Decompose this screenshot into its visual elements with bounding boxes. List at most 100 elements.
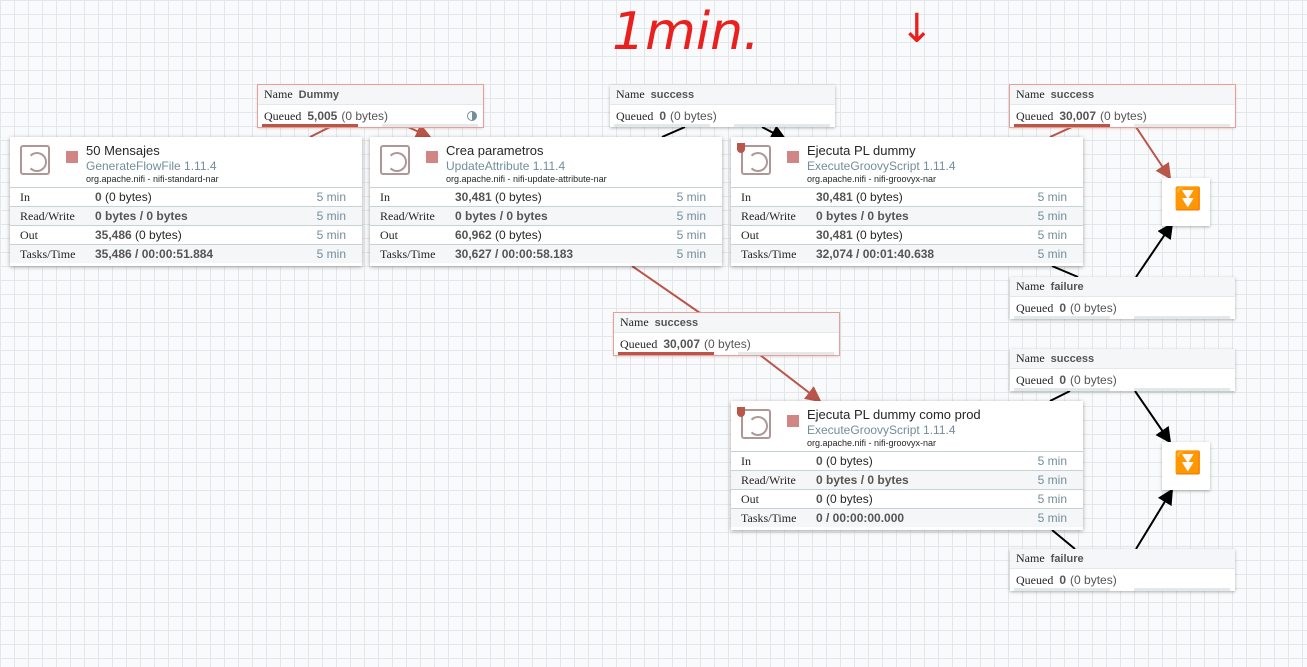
name-label: Name bbox=[1016, 351, 1045, 365]
queued-count: 0 bbox=[1059, 573, 1067, 587]
processor-header: Ejecuta PL dummy como prod ExecuteGroovy… bbox=[731, 401, 1083, 451]
stat-row: Out 35,486 (0 bytes) 5 min bbox=[10, 225, 362, 244]
processor-type: GenerateFlowFile 1.11.4 bbox=[86, 159, 217, 173]
queue-count-bar bbox=[614, 124, 710, 127]
stat-number: 32,074 / 00:01:40.638 bbox=[816, 247, 935, 261]
stopped-icon bbox=[787, 415, 799, 427]
stat-value: 32,074 / 00:01:40.638 bbox=[816, 247, 1022, 261]
queue-size-bar bbox=[1134, 316, 1230, 319]
stat-extra: (0 bytes) bbox=[491, 228, 542, 242]
queue-count-bar bbox=[1014, 388, 1110, 391]
queued-count: 0 bbox=[1059, 301, 1067, 315]
stat-value: 0 bytes / 0 bytes bbox=[95, 209, 301, 223]
queued-count: 5,005 bbox=[307, 109, 338, 123]
stat-label: In bbox=[741, 453, 751, 468]
stat-time: 5 min bbox=[676, 209, 706, 223]
stat-label: Out bbox=[380, 227, 398, 242]
stat-row: In 30,481 (0 bytes) 5 min bbox=[370, 187, 722, 206]
stopped-icon bbox=[787, 151, 799, 163]
stat-label: Read/Write bbox=[20, 208, 75, 223]
handwritten-note: 1min. bbox=[612, 2, 760, 62]
stat-row: Tasks/Time 35,486 / 00:00:51.884 5 min bbox=[10, 244, 362, 263]
processor[interactable]: 50 Mensajes GenerateFlowFile 1.11.4 org.… bbox=[10, 137, 362, 266]
name-label: Name bbox=[1016, 87, 1045, 101]
stat-label: Out bbox=[20, 227, 38, 242]
stat-row: In 0 (0 bytes) 5 min bbox=[731, 451, 1083, 470]
stat-label: In bbox=[741, 189, 751, 204]
stat-value: 30,481 (0 bytes) bbox=[816, 190, 1022, 204]
queue-count-bar bbox=[1014, 124, 1110, 127]
queue-size-bar bbox=[1134, 588, 1230, 591]
processor-name: Ejecuta PL dummy como prod bbox=[807, 407, 981, 422]
processor-header: Ejecuta PL dummy ExecuteGroovyScript 1.1… bbox=[731, 137, 1083, 187]
stat-label: In bbox=[380, 189, 390, 204]
stopped-icon bbox=[426, 151, 438, 163]
stat-value: 30,481 (0 bytes) bbox=[816, 228, 1022, 242]
stat-time: 5 min bbox=[316, 190, 346, 204]
connection-name: success bbox=[1050, 88, 1095, 101]
connection-name: failure bbox=[1050, 552, 1084, 565]
handwritten-arrow: ↓ bbox=[900, 6, 934, 52]
processor-type: UpdateAttribute 1.11.4 bbox=[446, 159, 566, 173]
stat-number: 35,486 bbox=[95, 228, 132, 242]
stat-row: Tasks/Time 30,627 / 00:00:58.183 5 min bbox=[370, 244, 722, 263]
stat-row: Read/Write 0 bytes / 0 bytes 5 min bbox=[10, 206, 362, 225]
stat-time: 5 min bbox=[676, 228, 706, 242]
stat-row: In 30,481 (0 bytes) 5 min bbox=[731, 187, 1083, 206]
stat-label: Tasks/Time bbox=[380, 246, 436, 261]
queue-size-bar bbox=[1134, 124, 1230, 127]
processor-icon bbox=[20, 145, 50, 175]
stat-label: Tasks/Time bbox=[741, 246, 797, 261]
queued-bytes: (0 bytes) bbox=[1070, 373, 1117, 387]
processor[interactable]: Ejecuta PL dummy como prod ExecuteGroovy… bbox=[731, 401, 1083, 530]
queued-label: Queued bbox=[264, 108, 302, 123]
stat-number: 30,481 bbox=[816, 190, 853, 204]
stat-row: Read/Write 0 bytes / 0 bytes 5 min bbox=[731, 470, 1083, 489]
connection-name: Dummy bbox=[298, 88, 339, 101]
stat-number: 30,627 / 00:00:58.183 bbox=[455, 247, 574, 261]
queue-count-bar bbox=[618, 352, 714, 355]
processor[interactable]: Ejecuta PL dummy ExecuteGroovyScript 1.1… bbox=[731, 137, 1083, 266]
processor-icon bbox=[380, 145, 410, 175]
processor-header: 50 Mensajes GenerateFlowFile 1.11.4 org.… bbox=[10, 137, 362, 187]
stat-time: 5 min bbox=[316, 209, 346, 223]
stat-label: Read/Write bbox=[741, 472, 796, 487]
stat-number: 0 bbox=[95, 190, 102, 204]
stat-row: Out 30,481 (0 bytes) 5 min bbox=[731, 225, 1083, 244]
restricted-shield-icon bbox=[737, 407, 745, 417]
processor-name: Crea parametros bbox=[446, 143, 544, 158]
stat-time: 5 min bbox=[1037, 247, 1067, 261]
connection-name: success bbox=[654, 316, 699, 329]
name-label: Name bbox=[1016, 551, 1045, 565]
processor-header: Crea parametros UpdateAttribute 1.11.4 o… bbox=[370, 137, 722, 187]
stat-extra: (0 bytes) bbox=[101, 190, 152, 204]
stat-time: 5 min bbox=[1037, 190, 1067, 204]
funnel[interactable]: ⏬ bbox=[1162, 178, 1210, 226]
queued-label: Queued bbox=[1016, 108, 1054, 123]
stat-value: 30,481 (0 bytes) bbox=[455, 190, 661, 204]
funnel[interactable]: ⏬ bbox=[1162, 442, 1210, 490]
processor-name: Ejecuta PL dummy bbox=[807, 143, 916, 158]
stat-row: Tasks/Time 32,074 / 00:01:40.638 5 min bbox=[731, 244, 1083, 263]
name-label: Name bbox=[616, 87, 645, 101]
queue-size-bar bbox=[1134, 388, 1230, 391]
queued-bytes: (0 bytes) bbox=[341, 109, 389, 123]
stat-value: 35,486 (0 bytes) bbox=[95, 228, 301, 242]
stat-row: Tasks/Time 0 / 00:00:00.000 5 min bbox=[731, 508, 1083, 527]
stat-time: 5 min bbox=[1037, 473, 1067, 487]
stat-label: Out bbox=[741, 491, 759, 506]
queued-label: Queued bbox=[616, 108, 654, 123]
queue-size-bar bbox=[382, 124, 478, 127]
processor[interactable]: Crea parametros UpdateAttribute 1.11.4 o… bbox=[370, 137, 722, 266]
queued-bytes: (0 bytes) bbox=[1070, 301, 1117, 315]
queue-count-bar bbox=[1014, 588, 1110, 591]
funnel-icon: ⏬ bbox=[1174, 450, 1202, 475]
load-balance-icon bbox=[467, 111, 477, 121]
